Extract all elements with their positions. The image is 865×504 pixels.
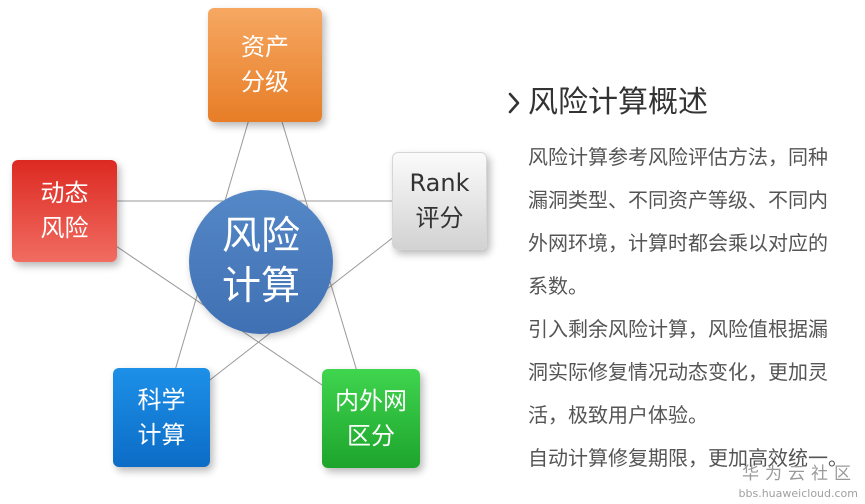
dynamic-risk-box: 动态 风险 <box>12 160 117 262</box>
circle-label-line: 计算 <box>221 264 300 309</box>
node-label-line: 动态 <box>40 179 89 207</box>
watermark-url: bbs.huaweicloud.com <box>738 487 858 500</box>
paragraph-line: 风险计算参考风险评估方法，同种 <box>528 145 828 169</box>
circle-label-line: 风险 <box>221 214 300 259</box>
watermark-brand: 华为云社区 <box>742 464 857 484</box>
node-label-line: Rank <box>409 169 470 197</box>
node-label-line: 分级 <box>241 68 289 96</box>
chevron-right-icon <box>508 92 520 114</box>
risk-calc-circle: 风险 计算 <box>189 190 333 334</box>
node-label-line: 区分 <box>347 421 395 450</box>
node-label-line: 评分 <box>415 204 464 232</box>
paragraph-line: 系数。 <box>528 274 588 298</box>
paragraph-line: 自动计算修复期限，更加高效统一。 <box>528 446 848 470</box>
node-label-line: 资产 <box>241 33 289 61</box>
overview-body: 风险计算参考风险评估方法，同种 漏洞类型、不同资产等级、不同内 外网环境，计算时… <box>528 136 848 480</box>
paragraph-line: 外网环境，计算时都会乘以对应的 <box>528 231 828 255</box>
network-zone-box: 内外网 区分 <box>322 369 420 468</box>
node-label-line: 内外网 <box>335 386 407 415</box>
paragraph-line: 洞实际修复情况动态变化，更加灵 <box>528 360 828 384</box>
paragraph-line: 引入剩余风险计算，风险值根据漏 <box>528 317 828 341</box>
paragraph-line: 漏洞类型、不同资产等级、不同内 <box>528 188 828 212</box>
paragraph-line: 活，极致用户体验。 <box>528 403 708 427</box>
node-label-line: 计算 <box>137 420 186 449</box>
rank-score-box: Rank 评分 <box>392 152 487 250</box>
asset-grading-box: 资产 分级 <box>208 8 322 122</box>
scientific-calc-box: 科学 计算 <box>113 368 210 467</box>
section-title: 风险计算概述 <box>528 85 708 120</box>
node-label-line: 风险 <box>40 214 89 242</box>
node-label-line: 科学 <box>137 385 186 414</box>
